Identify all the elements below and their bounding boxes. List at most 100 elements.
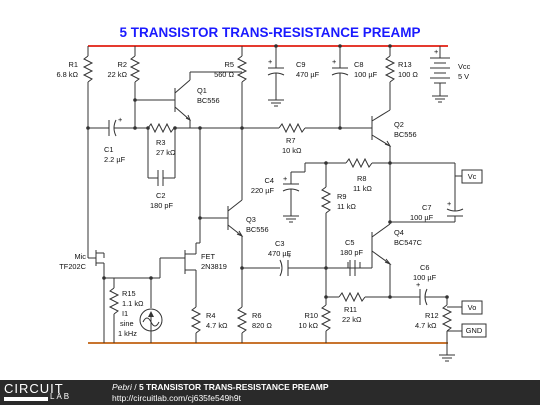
resistor-r7: R7 10 kΩ	[200, 122, 372, 155]
transistor-q3: Q3 BC556	[200, 128, 269, 307]
r6-name: R6	[252, 311, 261, 320]
c5-name: C5	[345, 238, 354, 247]
r7-value: 10 kΩ	[282, 146, 302, 155]
capacitor-c1: + C1 2.2 µF	[86, 115, 137, 164]
i1-type: sine	[120, 319, 134, 328]
q2-value: BC556	[394, 130, 417, 139]
r8-value: 11 kΩ	[353, 184, 372, 193]
port-vc-label: Vc	[468, 172, 477, 181]
r7-name: R7	[286, 136, 295, 145]
resistor-r8: R8 11 kΩ	[305, 157, 462, 193]
circuitlab-logo[interactable]: CIRCUIT LAB	[4, 381, 104, 404]
r6-value: 820 Ω	[252, 321, 272, 330]
c2-name: C2	[156, 191, 165, 200]
transistor-q2: Q2 BC556	[371, 109, 417, 222]
svg-text:+: +	[332, 57, 336, 66]
resistor-r5: R5 560 Ω	[214, 46, 248, 128]
c8-name: C8	[354, 60, 363, 69]
c6-value: 100 µF	[413, 273, 437, 282]
mic-name: Mic	[75, 252, 87, 261]
r15-name: R15	[122, 289, 136, 298]
svg-text:+: +	[118, 115, 122, 124]
resistor-r2: R2 22 kΩ	[108, 46, 141, 128]
port-vo: Vo	[461, 300, 483, 315]
r2-value: 22 kΩ	[108, 70, 128, 79]
fet-2n3819: FET 2N3819	[149, 216, 227, 307]
capacitor-c8: + C8 100 µF	[331, 44, 378, 128]
svg-text:+: +	[268, 57, 272, 66]
q1-value: BC556	[197, 96, 220, 105]
logo-text-top: CIRCUIT	[4, 381, 64, 396]
r5-value: 560 Ω	[214, 70, 234, 79]
r10-name: R10	[304, 311, 318, 320]
capacitor-c6: + C6 100 µF	[413, 263, 449, 306]
c3-value: 470 µF	[268, 249, 292, 258]
footer-bar: CIRCUIT LAB Pebri / 5 TRANSISTOR TRANS-R…	[0, 380, 540, 405]
r15-value: 1.1 kΩ	[122, 299, 144, 308]
c1-value: 2.2 µF	[104, 155, 126, 164]
q3-name: Q3	[246, 215, 256, 224]
resistor-r13: R13 100 Ω	[384, 44, 418, 110]
resistor-r1: R1 6.8 kΩ	[56, 46, 94, 258]
r9-name: R9	[337, 192, 346, 201]
c3-name: C3	[275, 239, 284, 248]
mic-jfet: Mic TF202C	[59, 250, 105, 343]
r4-value: 4.7 kΩ	[206, 321, 228, 330]
r5-name: R5	[225, 60, 234, 69]
q2-name: Q2	[394, 120, 404, 129]
mic-value: TF202C	[59, 262, 86, 271]
resistor-r11: R11 22 kΩ	[324, 291, 420, 324]
resistor-r9: R9 11 kΩ	[320, 163, 356, 245]
svg-text:+: +	[287, 251, 291, 260]
c9-name: C9	[296, 60, 305, 69]
transistor-q4: Q4 BC547C	[371, 222, 423, 299]
i1-name: I1	[122, 309, 128, 318]
r13-value: 100 Ω	[398, 70, 418, 79]
c4-name: C4	[265, 176, 274, 185]
r11-value: 22 kΩ	[342, 315, 362, 324]
transistor-q1: Q1 BC556	[133, 71, 242, 128]
q3-value: BC556	[246, 225, 269, 234]
logo-bar	[4, 397, 48, 401]
r11-name: R11	[344, 305, 357, 314]
r1-value: 6.8 kΩ	[56, 70, 78, 79]
capacitor-c2: C2 180 pF	[147, 126, 177, 210]
vcc-name: Vcc	[458, 62, 471, 71]
port-gnd-label: GND	[466, 326, 482, 335]
r10-value: 10 kΩ	[299, 321, 319, 330]
resistor-r12: R12 4.7 kΩ	[415, 297, 462, 343]
caption-separator: /	[134, 382, 137, 392]
author-name[interactable]: Pebri	[112, 382, 132, 392]
capacitor-c5: C5 180 pF	[325, 238, 363, 285]
svg-text:+: +	[283, 174, 287, 183]
fet-name: FET	[201, 252, 215, 261]
r13-name: R13	[398, 60, 412, 69]
r8-name: R8	[357, 174, 366, 183]
resistor-r4: R4 4.7 kΩ	[190, 306, 228, 343]
r2-name: R2	[118, 60, 127, 69]
vcc-value: 5 V	[458, 72, 469, 81]
c4-value: 220 µF	[251, 186, 275, 195]
c9-value: 470 µF	[296, 70, 320, 79]
r9-value: 11 kΩ	[337, 202, 356, 211]
fet-value: 2N3819	[201, 262, 227, 271]
port-vo-label: Vo	[468, 303, 477, 312]
circuit-url[interactable]: http://circuitlab.com/cj635fe549h9t	[112, 393, 241, 403]
r4-name: R4	[206, 311, 215, 320]
svg-text:+: +	[447, 199, 451, 208]
circuit-title[interactable]: 5 TRANSISTOR TRANS-RESISTANCE PREAMP	[138, 382, 329, 392]
c2-value: 180 pF	[150, 201, 173, 210]
svg-text:+: +	[434, 47, 438, 56]
resistor-r15: R15 1.1 kΩ	[102, 276, 144, 343]
c7-value: 100 µF	[410, 213, 434, 222]
q1-name: Q1	[197, 86, 207, 95]
schematic-title: 5 TRANSISTOR TRANS-RESISTANCE PREAMP	[119, 25, 420, 40]
r1-name: R1	[69, 60, 78, 69]
capacitor-c9: + C9 470 µF	[267, 44, 320, 107]
q4-name: Q4	[394, 228, 404, 237]
c1-name: C1	[104, 145, 113, 154]
r3-name: R3	[156, 138, 165, 147]
capacitor-c3: + C3 470 µF	[242, 239, 372, 277]
capacitor-c4: + C4 220 µF	[251, 163, 306, 223]
